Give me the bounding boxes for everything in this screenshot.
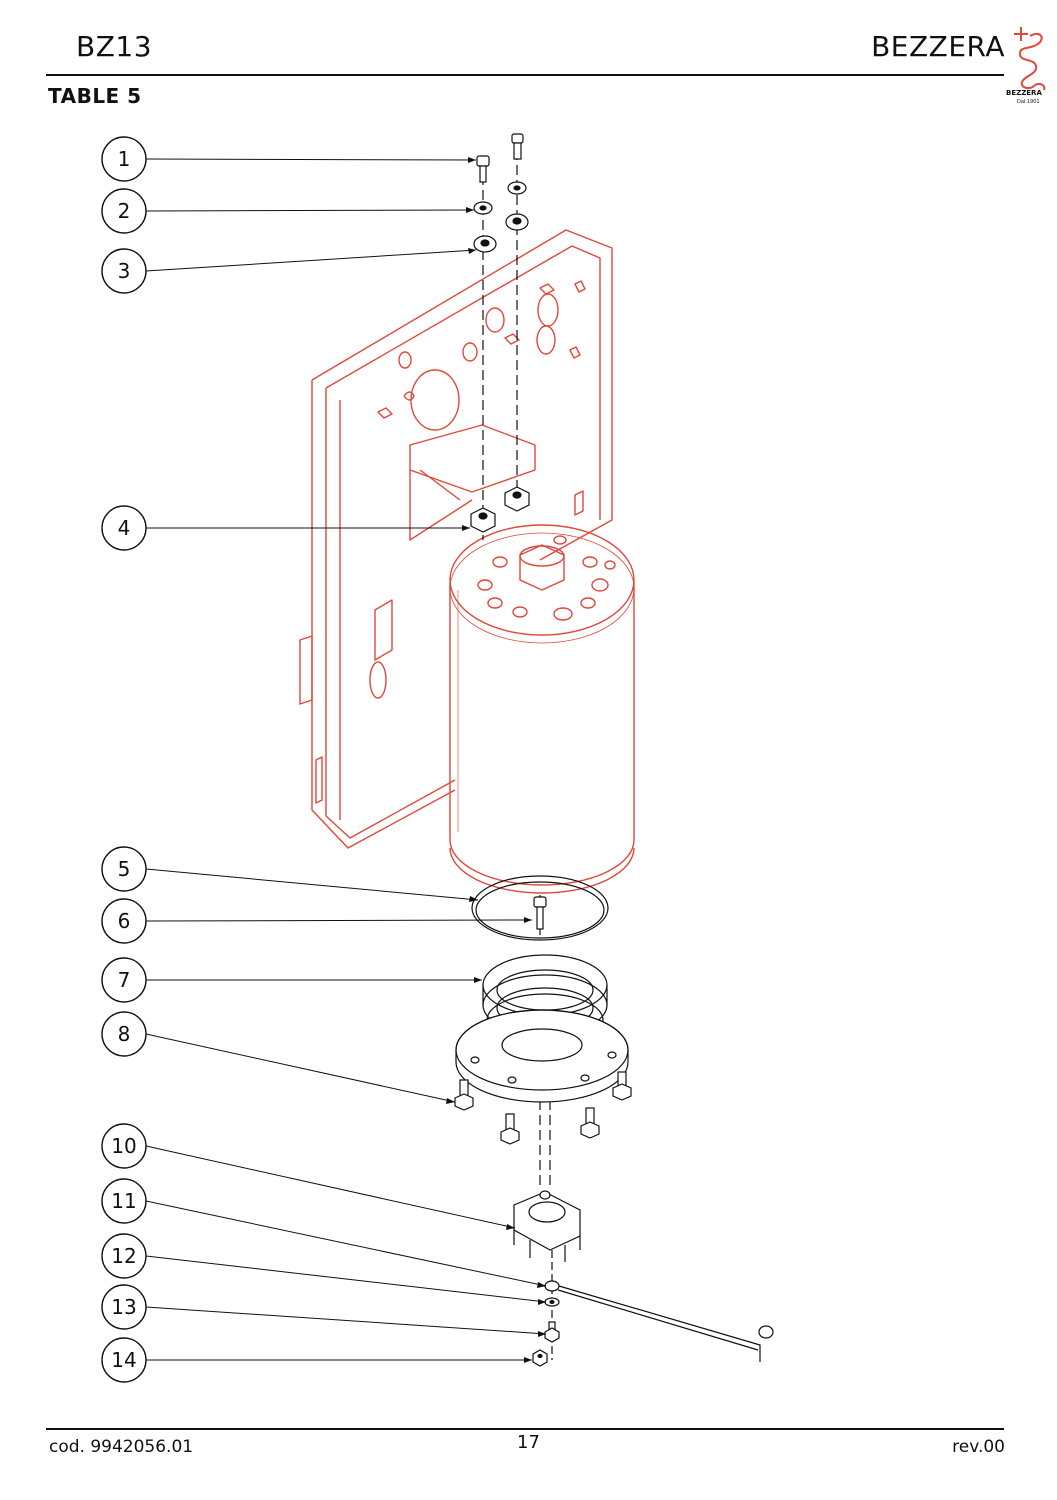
brand-name: BEZZERA xyxy=(871,30,1005,63)
callout-arrowheads xyxy=(446,157,546,1363)
callout-11 xyxy=(101,1178,147,1224)
callout-numbers: 1 2 3 4 5 6 7 8 10 11 12 13 14 xyxy=(111,147,136,1372)
callout-number-3: 3 xyxy=(118,259,131,283)
callout-13 xyxy=(101,1284,147,1330)
header-divider xyxy=(46,74,1004,76)
callout-8 xyxy=(101,1011,147,1057)
callout-number-14: 14 xyxy=(111,1348,136,1372)
black-parts xyxy=(454,133,774,1367)
callout-7 xyxy=(101,957,147,1003)
callout-number-6: 6 xyxy=(118,909,131,933)
document-code: cod. 9942056.01 xyxy=(49,1437,194,1457)
callout-10 xyxy=(101,1123,147,1169)
footer-divider xyxy=(46,1428,1004,1430)
logo-wordmark: BEZZERA xyxy=(1006,89,1042,97)
callout-number-10: 10 xyxy=(111,1134,136,1158)
callout-4 xyxy=(101,505,147,551)
page-number: 17 xyxy=(517,1432,540,1453)
support-frame xyxy=(299,229,613,849)
callout-3 xyxy=(101,248,147,294)
callout-number-12: 12 xyxy=(111,1244,136,1268)
callout-leaders xyxy=(145,158,547,1361)
callout-12 xyxy=(101,1233,147,1279)
logo-since-text: Dal 1901 xyxy=(1017,99,1040,105)
callout-number-2: 2 xyxy=(118,199,131,223)
revision-label: rev.00 xyxy=(952,1437,1005,1457)
callout-number-13: 13 xyxy=(111,1295,136,1319)
boiler-cylinder xyxy=(449,524,635,894)
callout-number-8: 8 xyxy=(118,1022,131,1046)
callout-number-4: 4 xyxy=(118,516,131,540)
callout-2 xyxy=(101,188,147,234)
callout-6 xyxy=(101,898,147,944)
callout-5 xyxy=(101,846,147,892)
bezzera-logo-icon xyxy=(1014,27,1046,91)
callout-number-7: 7 xyxy=(118,968,131,992)
table-label: TABLE 5 xyxy=(48,84,142,108)
callout-number-1: 1 xyxy=(118,147,131,171)
callout-1 xyxy=(101,136,147,182)
callout-number-5: 5 xyxy=(118,857,131,881)
callout-circles xyxy=(101,136,147,1383)
callout-14 xyxy=(101,1337,147,1383)
callout-number-11: 11 xyxy=(111,1189,136,1213)
document-title: BZ13 xyxy=(76,30,153,63)
